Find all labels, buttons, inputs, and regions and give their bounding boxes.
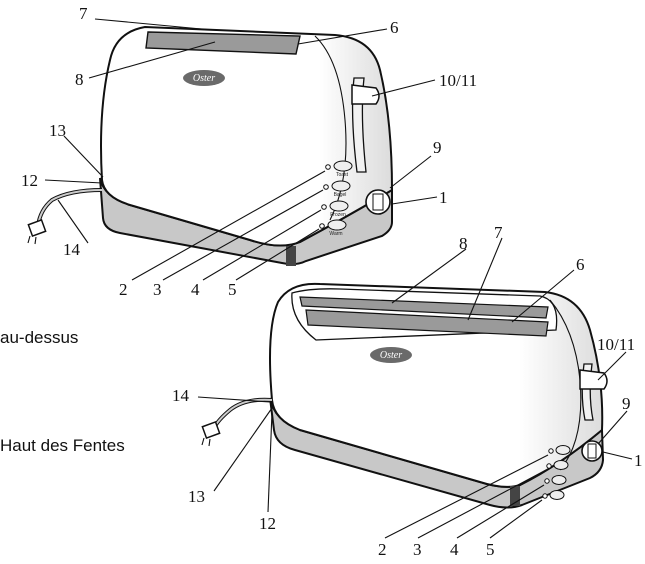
leader-8 bbox=[88, 41, 216, 79]
brand-emblem bbox=[370, 347, 412, 363]
button-column: Toast Bagel Frozen Warm bbox=[319, 160, 353, 237]
indicator-light bbox=[325, 164, 331, 170]
indicator-light bbox=[321, 204, 327, 210]
dial-pointer bbox=[372, 193, 384, 211]
leader-2 bbox=[384, 454, 549, 539]
bagel-button bbox=[331, 180, 351, 192]
label-2: 2 bbox=[119, 280, 128, 299]
caption-haut-des-fentes: Haut des Fentes bbox=[0, 436, 125, 455]
brand-label: Oster bbox=[193, 73, 215, 84]
label-1: 1 bbox=[439, 188, 448, 207]
leader-3 bbox=[162, 189, 324, 281]
label-3: 3 bbox=[153, 280, 162, 299]
caption-au-dessus: au-dessus bbox=[0, 328, 79, 347]
indicator-light bbox=[319, 223, 325, 229]
indicator-light bbox=[546, 463, 552, 469]
indicator-light bbox=[542, 493, 548, 499]
label-8: 8 bbox=[459, 234, 468, 253]
leader-4 bbox=[202, 209, 322, 281]
leader-13 bbox=[213, 407, 273, 492]
dial-pointer bbox=[587, 443, 597, 459]
power-plug bbox=[201, 421, 221, 439]
lever-handle bbox=[579, 369, 608, 390]
leader-8 bbox=[391, 248, 467, 304]
leader-9 bbox=[389, 155, 432, 189]
leader-2 bbox=[131, 170, 326, 281]
toast-button bbox=[555, 445, 571, 455]
label-9: 9 bbox=[622, 394, 631, 413]
leader-6 bbox=[511, 269, 575, 323]
leader-9 bbox=[597, 410, 628, 445]
base-seam bbox=[510, 486, 520, 506]
base-seam bbox=[286, 246, 296, 266]
label-5: 5 bbox=[486, 540, 495, 559]
bagel-button-label: Bagel bbox=[334, 192, 347, 198]
label-3: 3 bbox=[413, 540, 422, 559]
lever-handle bbox=[351, 84, 380, 105]
indicator-light bbox=[323, 184, 329, 190]
leader-14 bbox=[57, 199, 89, 244]
side-panel-edge bbox=[314, 35, 347, 221]
leader-7 bbox=[94, 18, 213, 31]
leader-13 bbox=[63, 135, 104, 178]
bagel-button bbox=[553, 460, 569, 470]
brand-emblem bbox=[183, 70, 225, 86]
leader-12 bbox=[44, 179, 103, 184]
label-9: 9 bbox=[433, 138, 442, 157]
frozen-button bbox=[551, 475, 567, 485]
label-12: 12 bbox=[259, 514, 276, 533]
leader-5 bbox=[489, 499, 543, 539]
toaster-2-slot: Oster Toast Bagel Frozen Warm bbox=[21, 4, 477, 299]
leader-10-11 bbox=[371, 79, 436, 97]
warm-button bbox=[327, 219, 347, 231]
bread-slot bbox=[145, 31, 301, 55]
label-12: 12 bbox=[21, 171, 38, 190]
label-10-11: 10/11 bbox=[439, 71, 477, 90]
warm-button-label: Warm bbox=[329, 231, 342, 237]
label-4: 4 bbox=[450, 540, 459, 559]
leader-7 bbox=[467, 237, 503, 321]
leader-10-11 bbox=[597, 351, 627, 381]
browning-dial bbox=[581, 440, 603, 462]
leader-5 bbox=[235, 228, 320, 281]
label-6: 6 bbox=[390, 18, 399, 37]
leader-12 bbox=[267, 411, 273, 513]
warm-button bbox=[549, 490, 565, 500]
leader-1 bbox=[391, 196, 438, 205]
power-plug bbox=[27, 219, 47, 237]
label-10-11: 10/11 bbox=[597, 335, 635, 354]
power-cord bbox=[36, 188, 103, 227]
browning-dial bbox=[365, 189, 391, 215]
indicator-light bbox=[544, 478, 550, 484]
brand-label: Oster bbox=[380, 350, 402, 361]
label-1: 1 bbox=[634, 451, 643, 470]
label-4: 4 bbox=[191, 280, 200, 299]
label-7: 7 bbox=[79, 4, 88, 23]
leader-14 bbox=[197, 396, 271, 403]
label-13: 13 bbox=[49, 121, 66, 140]
bread-slot-rear bbox=[299, 296, 549, 319]
toast-button-label: Toast bbox=[336, 172, 349, 178]
label-2: 2 bbox=[378, 540, 387, 559]
frozen-button-label: Frozen bbox=[330, 212, 346, 218]
label-13: 13 bbox=[188, 487, 205, 506]
leader-6 bbox=[297, 28, 388, 45]
label-6: 6 bbox=[576, 255, 585, 274]
leader-3 bbox=[417, 469, 547, 539]
label-7: 7 bbox=[494, 223, 503, 242]
button-column bbox=[542, 445, 571, 500]
label-8: 8 bbox=[75, 70, 84, 89]
frozen-button bbox=[329, 200, 349, 212]
leader-4 bbox=[456, 484, 545, 539]
toaster-4-slot: Oster bbox=[172, 223, 643, 559]
indicator-light bbox=[548, 448, 554, 454]
bread-slot-front bbox=[305, 309, 549, 337]
leader-1 bbox=[602, 451, 633, 460]
label-14: 14 bbox=[172, 386, 190, 405]
label-14: 14 bbox=[63, 240, 81, 259]
toast-button bbox=[333, 160, 353, 172]
label-5: 5 bbox=[228, 280, 237, 299]
